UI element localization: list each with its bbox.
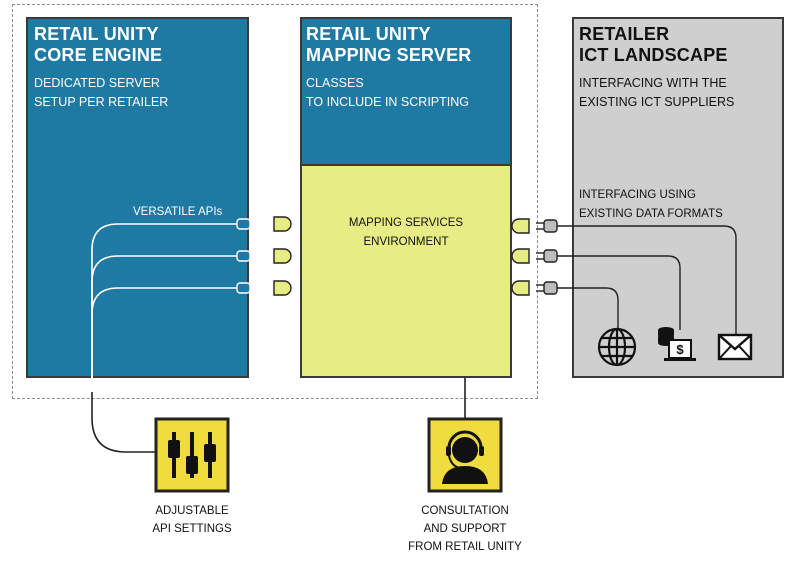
mapping-server-title-line1: RETAIL UNITY [306,24,431,44]
versatile-apis-label: VERSATILE APIs [133,206,223,218]
right-plug-1 [511,218,558,234]
api-settings-icon-box [154,417,230,493]
left-plug-1 [236,216,292,232]
mapping-server-sub-line1: CLASSES [306,76,364,90]
retailer-wires [557,225,737,334]
mapping-env-line2: ENVIRONMENT [363,236,449,248]
consultation-label-line1: CONSULTATION [421,505,509,517]
right-plug-3 [511,280,558,296]
core-engine-title-line2: CORE ENGINE [34,45,163,65]
retailer-title-line1: RETAILER [579,24,670,44]
mapping-server-sub-line2: TO INCLUDE IN SCRIPTING [306,95,469,109]
data-formats-line1: INTERFACING USING [579,189,696,201]
mapping-server-title-line2: MAPPING SERVER [306,45,472,65]
consultation-label-line2: AND SUPPORT [423,523,507,535]
globe-icon [597,327,637,367]
consultation-icon-box [427,417,503,493]
api-settings-label-line2: API SETTINGS [152,523,232,535]
right-plug-2 [511,248,558,264]
mapping-env-line1: MAPPING SERVICES [348,217,464,229]
svg-text:$: $ [676,342,684,357]
sliders-icon [168,432,216,478]
api-settings-label-line1: ADJUSTABLE [155,505,229,517]
retailer-sub-line2: EXISTING ICT SUPPLIERS [579,95,735,109]
core-engine-box [26,17,249,378]
left-plug-2 [236,248,292,264]
retailer-sub-line1: INTERFACING WITH THE [579,76,727,90]
retailer-box [572,17,784,378]
left-plug-3 [236,280,292,296]
database-cash-icon: $ [658,327,696,361]
core-engine-sub-line2: SETUP PER RETAILER [34,95,169,109]
api-settings-wire [91,392,155,453]
core-engine-sub-line1: DEDICATED SERVER [34,76,160,90]
headset-support-icon [442,430,488,484]
data-formats-line2: EXISTING DATA FORMATS [579,208,723,220]
consultation-label-line3: FROM RETAIL UNITY [408,541,522,553]
mapping-server-header [302,19,510,166]
core-engine-title-line1: RETAIL UNITY [34,24,159,44]
retailer-title-line2: ICT LANDSCAPE [579,45,728,65]
envelope-icon [717,333,753,361]
api-wires [91,223,238,392]
retail-unity-boundary [12,4,538,399]
